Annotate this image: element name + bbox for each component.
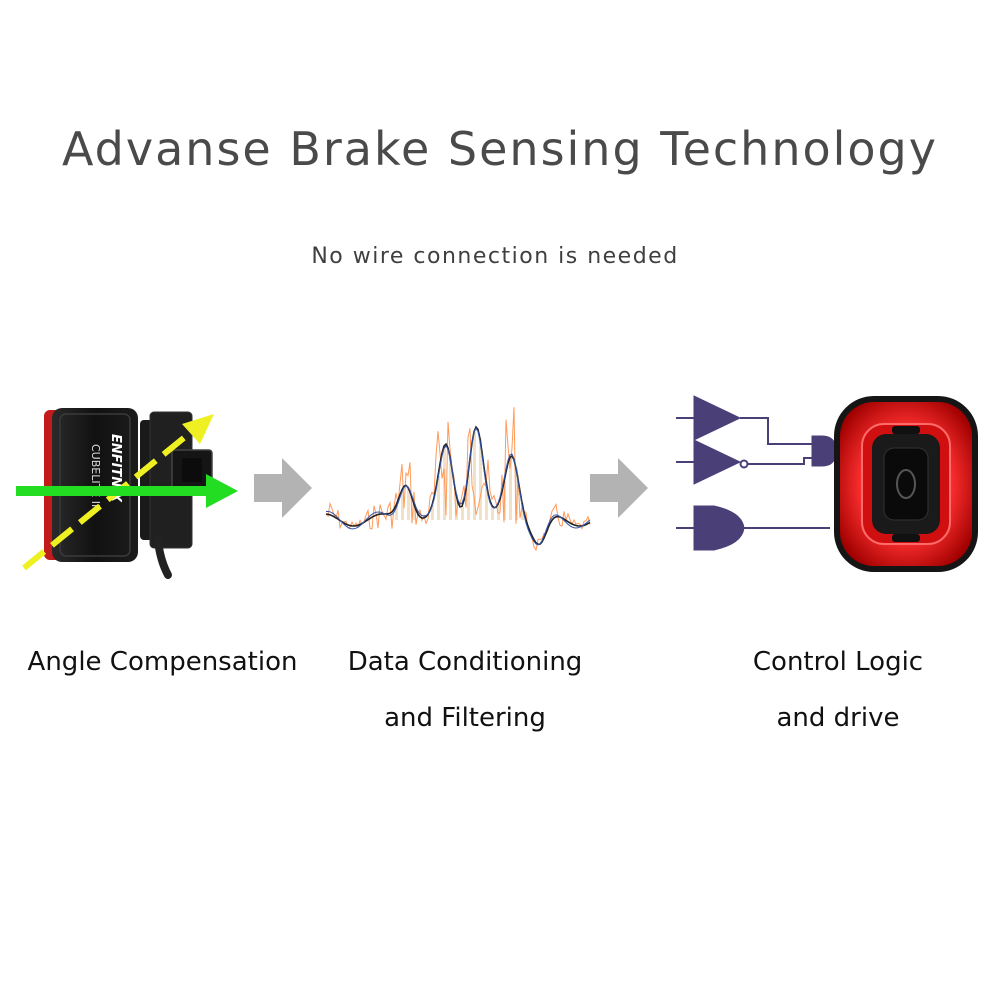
tilt-arrow-icon bbox=[22, 414, 214, 571]
step-label-line: Control Logic bbox=[752, 647, 924, 677]
step-label-line: and Filtering bbox=[384, 703, 546, 733]
signal-bar bbox=[407, 487, 410, 520]
signal-bar bbox=[461, 506, 464, 520]
signal-bar bbox=[521, 502, 524, 520]
page-title: Advanse Brake Sensing Technology bbox=[62, 122, 938, 176]
signal-bar bbox=[467, 474, 470, 520]
step-label-data-conditioning: Data Conditioning and Filtering bbox=[330, 634, 600, 746]
device-model-text: CUBELITE II bbox=[89, 444, 102, 507]
signal-bar bbox=[431, 505, 434, 520]
page-subtitle: No wire connection is needed bbox=[311, 244, 679, 269]
step-label-angle-compensation: Angle Compensation bbox=[10, 634, 315, 690]
signal-bar bbox=[485, 481, 488, 520]
signal-filter-graph bbox=[325, 407, 591, 552]
signal-bar bbox=[515, 468, 518, 520]
step-label-line: and drive bbox=[776, 703, 900, 733]
signal-bar bbox=[401, 489, 404, 520]
signal-bar bbox=[455, 494, 458, 520]
signal-bar bbox=[479, 438, 482, 520]
step-label-line: Angle Compensation bbox=[27, 647, 298, 677]
signal-bar bbox=[509, 457, 512, 520]
sensor-device-icon: ENFITNIX CUBELITE II bbox=[44, 408, 213, 579]
signal-smooth-line bbox=[325, 425, 591, 546]
tail-light-icon bbox=[834, 396, 978, 572]
signal-bar bbox=[473, 431, 476, 520]
signal-bar bbox=[497, 504, 500, 520]
signal-blue-line bbox=[325, 427, 591, 546]
signal-bar bbox=[491, 505, 494, 520]
signal-bar bbox=[395, 505, 398, 520]
process-arrow-icon bbox=[254, 458, 312, 518]
signal-bar bbox=[413, 504, 416, 520]
step-label-control-logic: Control Logic and drive bbox=[718, 634, 958, 746]
logic-gate-icon bbox=[676, 395, 842, 551]
signal-bar bbox=[437, 476, 440, 520]
signal-raw-line bbox=[325, 407, 591, 552]
device-brand-text: ENFITNIX bbox=[108, 434, 123, 503]
process-arrow-icon bbox=[590, 458, 648, 518]
process-diagram: ENFITNIX CUBELITE II bbox=[16, 395, 978, 579]
signal-bar bbox=[449, 456, 452, 520]
step-label-line: Data Conditioning bbox=[347, 647, 583, 677]
motion-arrow-icon bbox=[16, 474, 238, 508]
